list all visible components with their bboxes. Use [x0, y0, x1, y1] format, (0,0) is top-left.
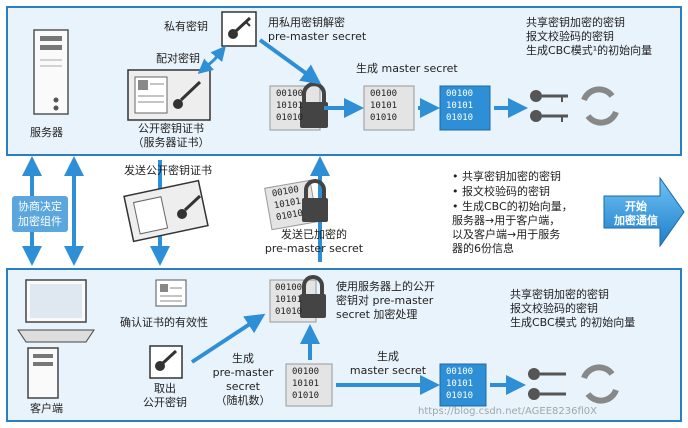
- encrypt-label: 使用服务器上的公开 密钥对 pre-master secret 加密处理: [336, 280, 435, 321]
- bullet-1: • 共享密钥加密的密钥: [452, 170, 561, 183]
- client-derived-keys-icon: [439, 363, 487, 407]
- premaster-in-transit-icon: [264, 179, 328, 231]
- server-gen-master-label: 生成 master secret: [356, 62, 458, 75]
- client-sync-icon: [581, 364, 619, 404]
- negotiate-cipher-label: 协商决定 加密组件: [12, 196, 68, 232]
- public-key-icon: [149, 345, 183, 379]
- client-panel: [6, 268, 682, 422]
- start-label: 开始 加密通信: [614, 200, 658, 227]
- client-premaster-binary: 00100 10101 01010: [292, 367, 320, 401]
- client-keys-desc: 共享密钥加密的密钥 报文校验码的密钥 生成CBC模式 的初始向量: [510, 288, 636, 329]
- client-keys-icon: [528, 368, 566, 400]
- server-master-binary: 00100 10101 01010: [370, 89, 398, 123]
- decrypt-label: 用私用密钥解密 pre-master secret: [268, 16, 367, 43]
- verify-certificate-icon: [155, 279, 187, 307]
- server-certificate-icon: [127, 69, 211, 121]
- gen-premaster-label: 生成 pre-master secret （随机数）: [212, 352, 274, 407]
- server-sync-icon: [581, 86, 619, 126]
- bullet-3: • 生成CBC的初始向量， 服务器→用于客户端， 以及客户端→用于服务 器的6份…: [452, 200, 573, 255]
- verify-cert-label: 确认证书的有效性: [120, 316, 208, 329]
- server-keys-desc: 共享密钥加密的密钥 报文校验码的密钥 生成CBC模式¹的初始向量: [526, 16, 653, 57]
- client-encrypted-binary: 00100 10101 01010: [275, 283, 303, 317]
- server-premaster-binary: 00100 10101 01010: [276, 89, 304, 123]
- client-computer-icon: [17, 279, 95, 399]
- server-master-secret-icon: [363, 85, 415, 131]
- server-cert-label: 公开密钥证书 （服务器证书）: [132, 122, 210, 149]
- server-derived-binary: 00100 10101 01010: [446, 89, 474, 123]
- send-premaster-label: 发送已加密的 pre-master secret: [264, 228, 364, 255]
- server-panel: [6, 6, 682, 156]
- server-derived-keys-icon: [439, 85, 491, 131]
- client-premaster-icon: [285, 363, 333, 407]
- watermark: https://blog.csdn.net/AGEE8236fl0X: [418, 406, 597, 417]
- client-derived-binary: 00100 10101 01010: [446, 367, 474, 401]
- pair-key-label: 配对密钥: [156, 52, 200, 65]
- server-encrypted-premaster-icon: [269, 82, 328, 131]
- private-key-icon: [221, 11, 257, 47]
- start-encrypted-communication-arrow: [603, 176, 685, 248]
- server-machine-icon: [33, 29, 69, 115]
- client-label: 客户端: [30, 402, 63, 415]
- take-public-key-label: 取出 公开密钥: [143, 382, 187, 409]
- send-cert-label: 发送公开密钥证书: [124, 164, 212, 177]
- client-encrypted-premaster-icon: [269, 275, 326, 323]
- bullet-2: • 报文校验码的密钥: [452, 185, 550, 198]
- client-gen-master-label: 生成 master secret: [349, 350, 427, 377]
- server-keys-icon: [530, 90, 568, 122]
- server-label: 服务器: [30, 126, 63, 139]
- certificate-in-transit-icon: [123, 179, 209, 243]
- private-key-label: 私有密钥: [164, 20, 208, 33]
